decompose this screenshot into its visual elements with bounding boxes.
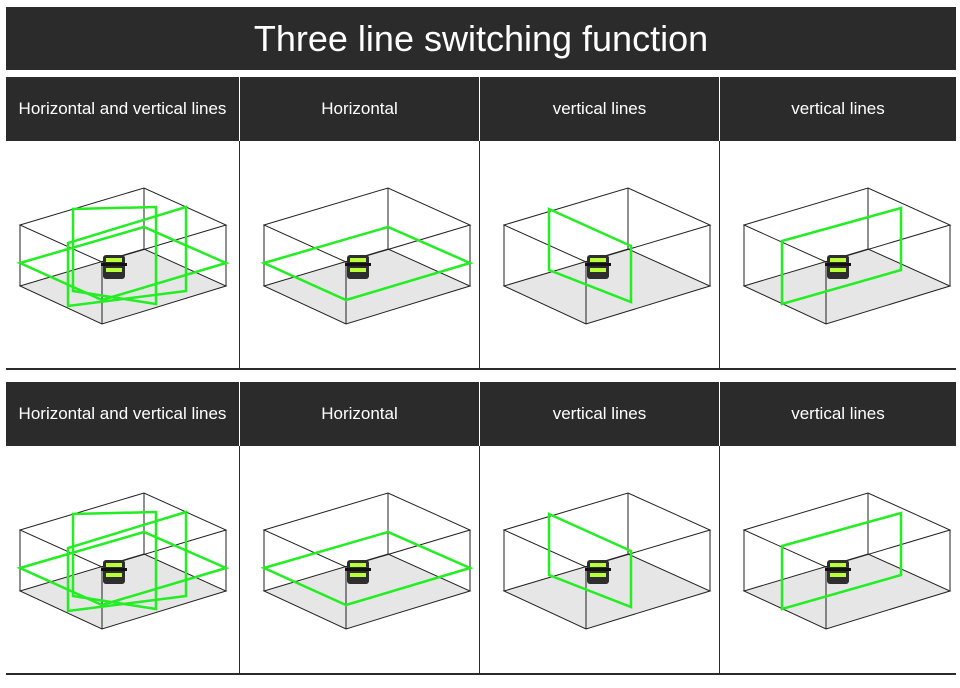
room-illustration-vertical-b <box>742 492 952 630</box>
room-illustration-horizontal <box>260 187 474 325</box>
laser-vertical-plane-1 <box>71 205 158 306</box>
laser-vertical-plane <box>547 207 633 304</box>
header-horizontal: Horizontal <box>239 77 479 141</box>
header-vertical-b: vertical lines <box>719 382 956 446</box>
room-illustration-vertical-a <box>502 492 712 630</box>
header-horizontal-and-vertical: Horizontal and vertical lines <box>6 77 239 141</box>
page-title: Three line switching function <box>6 7 956 70</box>
room-ceiling-edge <box>742 187 952 263</box>
illustration-row-1 <box>6 141 956 370</box>
room-floor <box>504 249 710 324</box>
laser-level-window-bottom <box>830 268 846 272</box>
header-row-1: Horizontal and vertical lines Horizontal… <box>6 77 956 141</box>
laser-vertical-plane <box>780 511 903 611</box>
header-horizontal: Horizontal <box>239 382 479 446</box>
room-ceiling-edge <box>742 492 952 568</box>
illustration-vertical-a <box>479 446 719 673</box>
laser-level-band <box>585 263 611 266</box>
room-ceiling-edge <box>262 187 472 263</box>
room-group <box>502 492 712 630</box>
laser-level-window-bottom <box>106 573 122 577</box>
illustration-vertical-a <box>479 141 719 368</box>
illustration-horizontal <box>239 446 479 673</box>
room-group <box>16 187 230 325</box>
laser-level-window-bottom <box>106 268 122 272</box>
header-vertical-a: vertical lines <box>479 77 719 141</box>
illustration-vertical-b <box>719 446 956 673</box>
laser-level-band <box>825 263 851 266</box>
laser-level-window-bottom <box>590 573 606 577</box>
laser-level-window-bottom <box>590 268 606 272</box>
room-illustration-horizontal-and-vertical <box>16 492 230 630</box>
room-group <box>16 492 230 630</box>
laser-level-band <box>101 263 127 266</box>
header-vertical-a: vertical lines <box>479 382 719 446</box>
room-illustration-vertical-a <box>502 187 712 325</box>
room-illustration-horizontal <box>260 492 474 630</box>
laser-vertical-plane <box>547 512 633 609</box>
header-row-2: Horizontal and vertical lines Horizontal… <box>6 382 956 446</box>
room-group <box>502 187 712 325</box>
room-floor <box>264 249 470 324</box>
laser-level-window-top <box>106 258 122 262</box>
laser-vertical-plane <box>780 206 903 306</box>
room-illustration-vertical-b <box>742 187 952 325</box>
room-ceiling-edge <box>502 492 712 568</box>
room-group <box>742 187 952 325</box>
room-group <box>260 492 474 630</box>
room-ceiling-edge <box>502 187 712 263</box>
laser-level-band <box>101 568 127 571</box>
laser-level-window-bottom <box>830 573 846 577</box>
laser-level-window-top <box>350 563 366 567</box>
laser-vertical-plane-1 <box>71 510 158 611</box>
laser-level-window-top <box>590 563 606 567</box>
laser-level-band <box>345 568 371 571</box>
illustration-horizontal-and-vertical <box>6 446 239 673</box>
laser-level-band <box>825 568 851 571</box>
room-group <box>742 492 952 630</box>
laser-horizontal-plane <box>16 225 230 302</box>
laser-horizontal-plane <box>260 225 474 302</box>
laser-horizontal-plane <box>16 530 230 607</box>
laser-level-window-top <box>830 563 846 567</box>
laser-vertical-plane-2 <box>66 205 188 308</box>
room-group <box>260 187 474 325</box>
illustration-vertical-b <box>719 141 956 368</box>
laser-vertical-plane-2 <box>66 510 188 613</box>
laser-level-band <box>345 263 371 266</box>
laser-level-window-top <box>830 258 846 262</box>
laser-level-window-bottom <box>350 268 366 272</box>
laser-level-window-top <box>590 258 606 262</box>
laser-horizontal-plane <box>260 530 474 607</box>
illustration-row-2 <box>6 446 956 675</box>
laser-level-window-top <box>106 563 122 567</box>
illustration-horizontal-and-vertical <box>6 141 239 368</box>
room-floor <box>504 554 710 629</box>
header-vertical-b: vertical lines <box>719 77 956 141</box>
laser-level-band <box>585 568 611 571</box>
room-illustration-horizontal-and-vertical <box>16 187 230 325</box>
laser-level-window-bottom <box>350 573 366 577</box>
laser-level-window-top <box>350 258 366 262</box>
room-ceiling-edge <box>262 492 472 568</box>
room-floor <box>264 554 470 629</box>
header-horizontal-and-vertical: Horizontal and vertical lines <box>6 382 239 446</box>
illustration-horizontal <box>239 141 479 368</box>
